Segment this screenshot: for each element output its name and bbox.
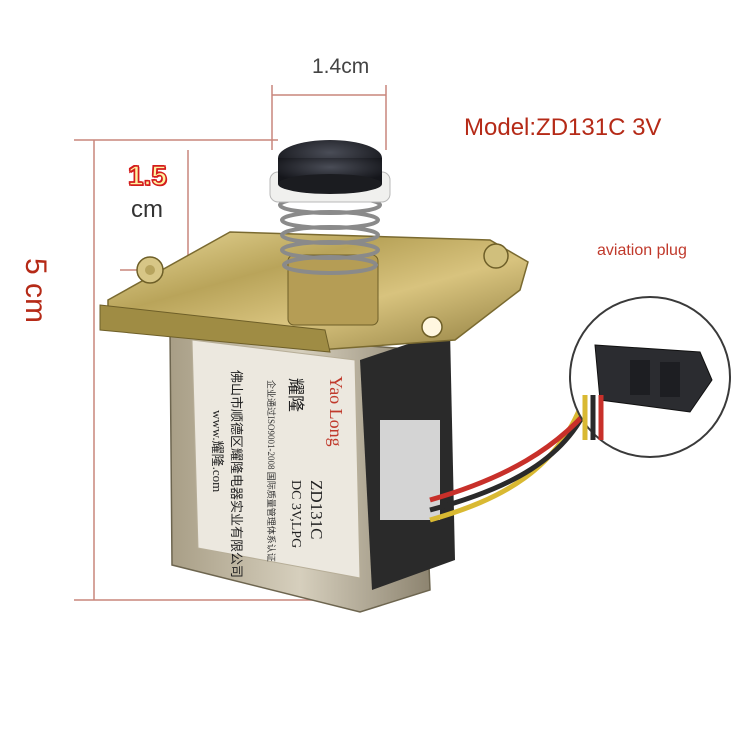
- depth-dimension-unit: cm: [131, 196, 163, 223]
- width-dimension-label: 1.4cm: [312, 55, 370, 78]
- sticker-cert: 企业通过ISO9001-2008 国际质量管理体系认证: [266, 380, 277, 562]
- sticker-spec: DC 3V,LPG: [288, 480, 303, 548]
- sticker-company: 佛山市顺德区耀隆电器实业有限公司: [229, 370, 244, 578]
- sticker-text: Yao Long 耀隆 ZD131C DC 3V,LPG 企业通过ISO9001…: [210, 370, 346, 578]
- sticker-brand-cn: 耀隆: [286, 378, 305, 412]
- depth-dimension-value: 1.5: [127, 159, 167, 191]
- product-sticker: [191, 339, 361, 579]
- sticker-website: www.耀隆.com: [210, 410, 225, 492]
- lead-wires: [429, 393, 603, 523]
- model-label: Model:ZD131C 3V: [464, 114, 662, 141]
- push-button-assembly: [269, 140, 391, 326]
- aviation-plug-label: aviation plug: [597, 242, 687, 259]
- dimension-lines: [74, 85, 387, 601]
- height-dimension-label: 5 cm: [19, 258, 52, 324]
- sticker-brand: Yao Long: [326, 376, 346, 447]
- aviation-plug-callout: [569, 296, 731, 458]
- sticker-model: ZD131C: [307, 480, 326, 540]
